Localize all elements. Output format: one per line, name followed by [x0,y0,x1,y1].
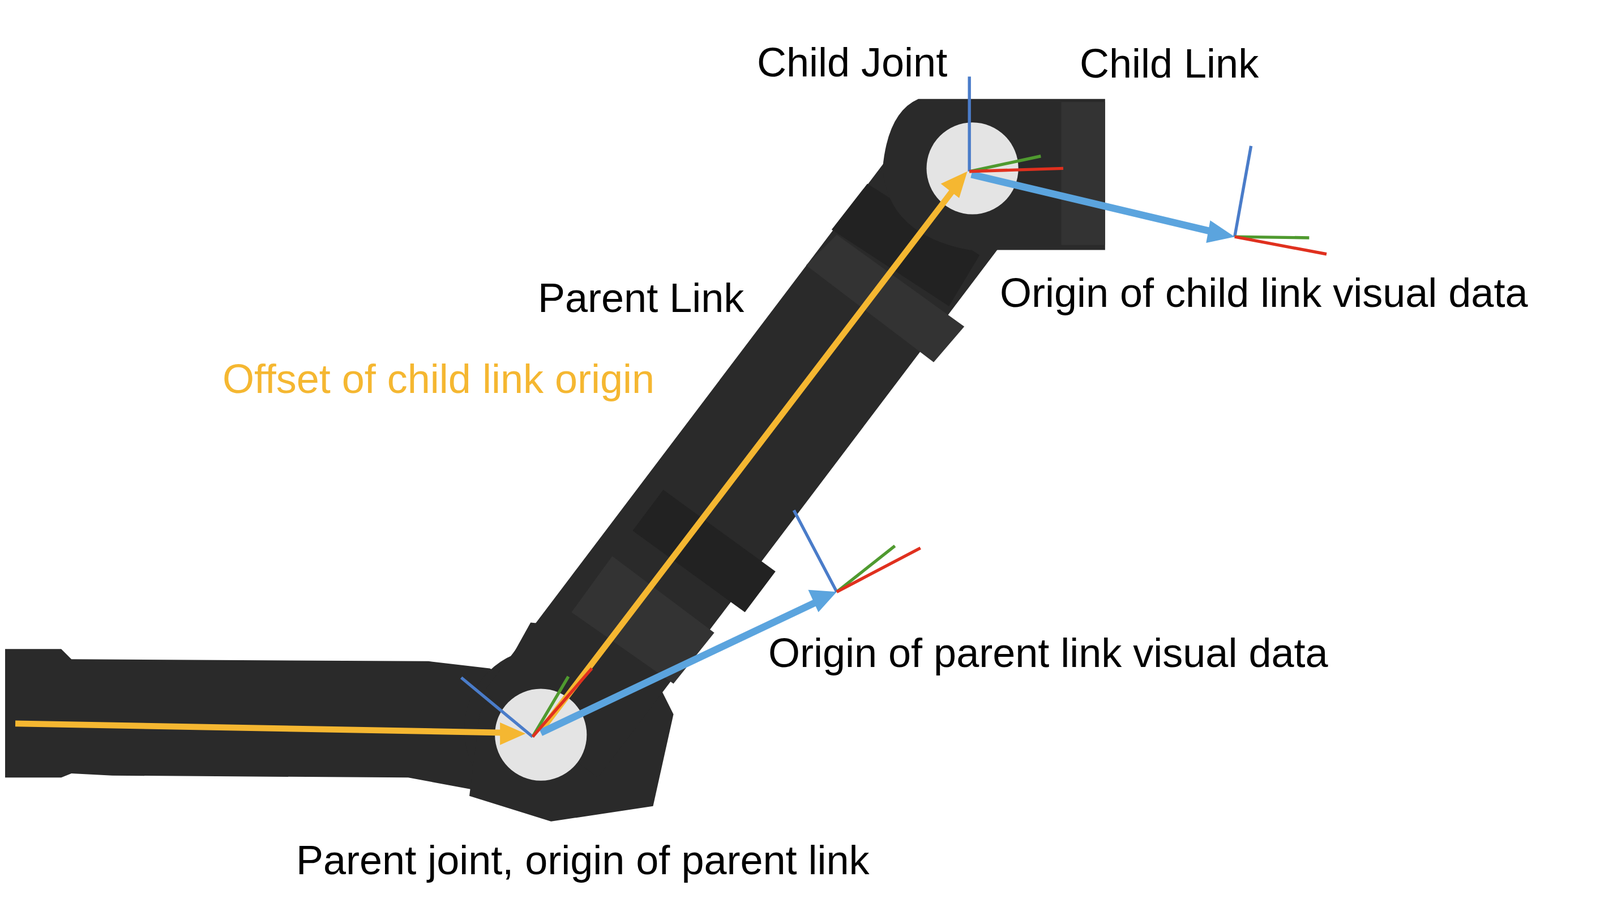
joint-label: Parent joint, origin of parent link [296,836,870,884]
link-label: Child Link [1079,40,1259,88]
frame-label: Origin of parent link visual data [768,629,1329,677]
joint-label: Child Joint [756,39,948,87]
joint-marker [494,689,587,781]
robot-arm [5,99,1106,822]
offset-label: Offset of child link origin [222,355,655,403]
link-label: Parent Link [537,274,744,322]
joint-marker [926,122,1018,215]
frame-label: Origin of child link visual data [999,269,1528,317]
